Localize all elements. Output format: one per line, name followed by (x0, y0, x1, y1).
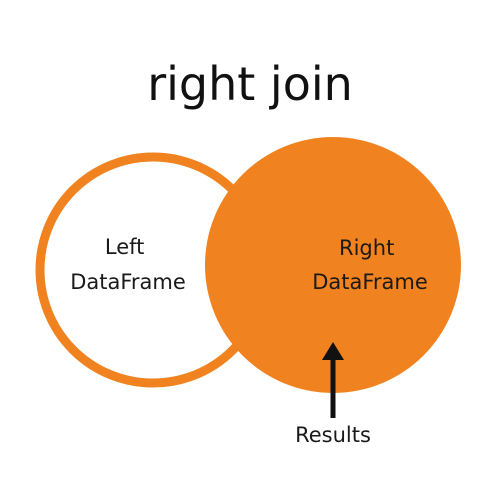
right-label-line2: DataFrame (312, 270, 428, 294)
right-label-line1: Right (339, 236, 394, 260)
left-label-line2: DataFrame (70, 270, 186, 294)
right-dataframe-label: Right DataFrame (312, 236, 428, 294)
left-dataframe-label: Left DataFrame (70, 235, 186, 294)
arrow-head (322, 342, 344, 360)
results-label: Results (295, 423, 371, 447)
diagram-title: right join (147, 57, 353, 111)
left-label-line1: Left (105, 235, 145, 259)
right-dataframe-circle (205, 137, 461, 393)
results-arrow (322, 342, 344, 418)
